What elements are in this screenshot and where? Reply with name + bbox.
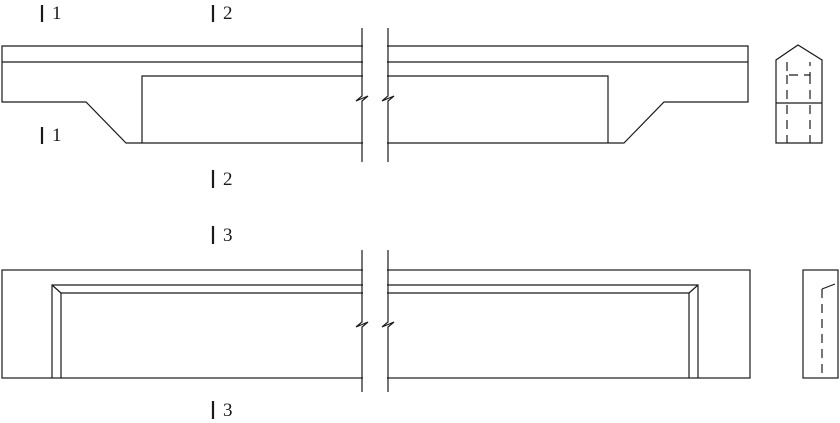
beam-2-break [355, 250, 395, 392]
section-label: 2 [223, 3, 233, 24]
section-mark-1-top: 1 [40, 3, 62, 24]
section-label: 2 [223, 169, 233, 190]
beam-2-end-section [802, 269, 839, 379]
section-label: 1 [52, 3, 62, 24]
beam-1-outline [1, 45, 749, 144]
section-mark-3-bottom: 3 [211, 400, 233, 421]
section-label: 3 [223, 225, 233, 246]
break-line-left [355, 28, 369, 162]
break-line-left-2 [355, 250, 369, 392]
beam-1-end-section [775, 44, 823, 144]
break-line-right-2 [381, 250, 395, 392]
beam-1-break [355, 28, 395, 162]
section-label: 1 [52, 125, 62, 146]
section-label: 3 [223, 400, 233, 421]
section-mark-1-bottom: 1 [40, 125, 62, 146]
section-mark-2-top: 2 [211, 3, 233, 24]
section-mark-2-bottom: 2 [211, 169, 233, 190]
section-mark-3-top: 3 [211, 225, 233, 246]
break-line-right [381, 28, 395, 162]
